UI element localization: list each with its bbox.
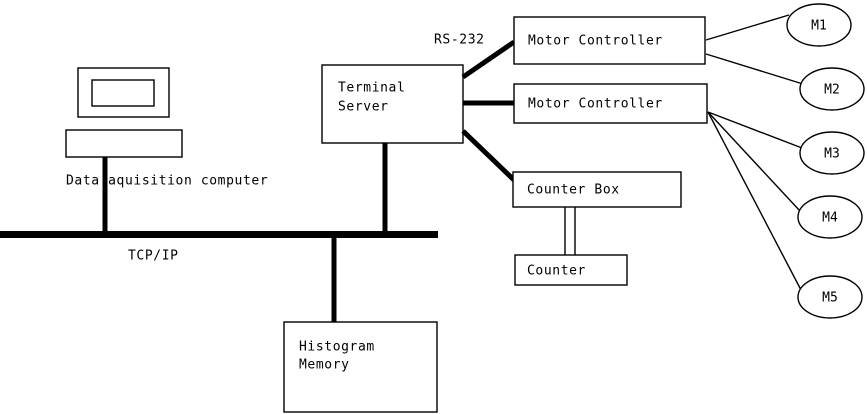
computer-monitor-screen <box>91 79 155 107</box>
motor-ellipse-m1 <box>786 3 852 47</box>
link-motor-controller-2-to-m4 <box>707 111 801 212</box>
motor-ellipse-m2 <box>799 67 865 111</box>
link-motor-controller-1-to-m1 <box>705 14 790 41</box>
histogram-memory-label-line2: Memory <box>299 358 350 373</box>
link-motor-controller-2-to-m5 <box>707 111 802 291</box>
counter-box <box>514 254 628 286</box>
motor-ellipse-m4 <box>797 195 863 239</box>
motor-label-m3: M3 <box>824 147 840 162</box>
motor-label-m4: M4 <box>822 211 838 226</box>
counter-box-box <box>512 171 682 208</box>
computer-caption: Data aquisition computer <box>66 174 268 189</box>
motor-controller-2-label: Motor Controller <box>528 97 663 112</box>
terminal-server-label-line1: Terminal <box>338 81 405 96</box>
terminal-server-box <box>321 64 464 144</box>
link-terminal-server-to-motor-controller-1 <box>461 39 516 80</box>
motor-node-m3: M3 <box>799 131 865 175</box>
histogram-memory-box <box>283 321 438 413</box>
motor-node-m5: M5 <box>797 275 863 319</box>
motor-node-m1: M1 <box>786 3 852 47</box>
motor-label-m1: M1 <box>811 19 827 34</box>
link-motor-controller-2-to-m3 <box>707 111 803 149</box>
motor-controller-2-box <box>513 83 708 124</box>
link-terminal-server-to-counter-box <box>461 129 516 182</box>
counter-label: Counter <box>527 264 586 279</box>
counter-box-label: Counter Box <box>527 183 620 198</box>
histogram-memory-label-line1: Histogram <box>299 340 375 355</box>
motor-label-m5: M5 <box>822 291 838 306</box>
terminal-server-label-line2: Server <box>338 100 389 115</box>
motor-node-m2: M2 <box>799 67 865 111</box>
motor-label-m2: M2 <box>824 83 840 98</box>
motor-ellipse-m3 <box>799 131 865 175</box>
bus-label: TCP/IP <box>128 249 179 264</box>
motor-controller-1-box <box>513 16 706 65</box>
rs232-label: RS-232 <box>434 33 485 48</box>
link-motor-controller-1-to-m2 <box>705 53 804 85</box>
computer-base-chassis <box>65 129 183 158</box>
motor-ellipse-m5 <box>797 275 863 319</box>
motor-node-m4: M4 <box>797 195 863 239</box>
motor-controller-1-label: Motor Controller <box>528 34 663 49</box>
